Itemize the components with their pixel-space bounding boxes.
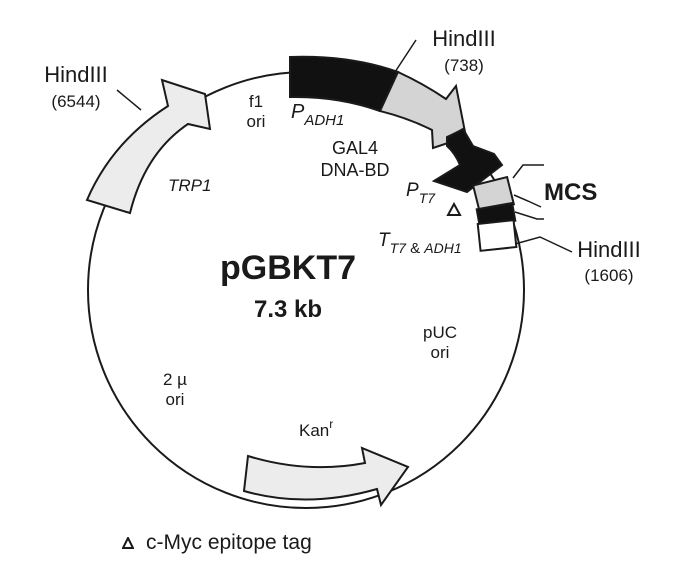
two-mu-ori-line2: ori <box>166 390 185 409</box>
t7-promoter-arrow <box>431 127 504 194</box>
mcs-label: MCS <box>544 179 597 206</box>
gal4-line1: GAL4 <box>332 138 378 158</box>
two-mu-ori-line1: 2 µ <box>163 370 187 389</box>
mcs-leader-2 <box>513 194 542 208</box>
c-myc-epitope-marker <box>446 201 462 216</box>
mcs-leader-4 <box>514 236 573 253</box>
hind738-pos: (738) <box>444 56 484 75</box>
gal4-line2: DNA-BD <box>320 160 389 180</box>
hind6544-pos: (6544) <box>51 92 100 111</box>
hind1606-name: HindIII <box>577 237 641 262</box>
hind6544-name: HindIII <box>44 62 108 87</box>
f1-ori-line1: f1 <box>249 92 263 111</box>
hind738-name: HindIII <box>432 26 496 51</box>
c-myc-epitope-icon <box>122 537 134 550</box>
trp1-label: TRP1 <box>168 176 211 195</box>
mcs-leader-3 <box>514 211 544 220</box>
legend-text: c-Myc epitope tag <box>146 531 312 554</box>
legend: c-Myc epitope tag <box>122 531 312 555</box>
mcs-leader-1 <box>512 164 544 179</box>
f1-ori-line2: ori <box>247 112 266 131</box>
kanr-label: Kanr <box>299 417 333 440</box>
hind1606-pos: (1606) <box>584 266 633 285</box>
mcs-segment-white <box>476 219 518 252</box>
puc-ori-line2: ori <box>431 343 450 362</box>
puc-ori-line1: pUC <box>423 323 457 342</box>
trp1-arrow <box>85 78 212 215</box>
kanr-arrow <box>242 446 410 508</box>
hind738-leader <box>394 39 417 73</box>
hind6544-leader <box>116 89 142 111</box>
plasmid-size: 7.3 kb <box>254 296 322 323</box>
t-t7-adh1-label: TT7 & ADH1 <box>378 230 462 257</box>
p-adh1-label: PADH1 <box>291 101 344 129</box>
plasmid-name: pGBKT7 <box>220 249 356 287</box>
p-t7-label: PT7 <box>406 180 436 206</box>
adh1-promoter-block <box>289 55 400 113</box>
